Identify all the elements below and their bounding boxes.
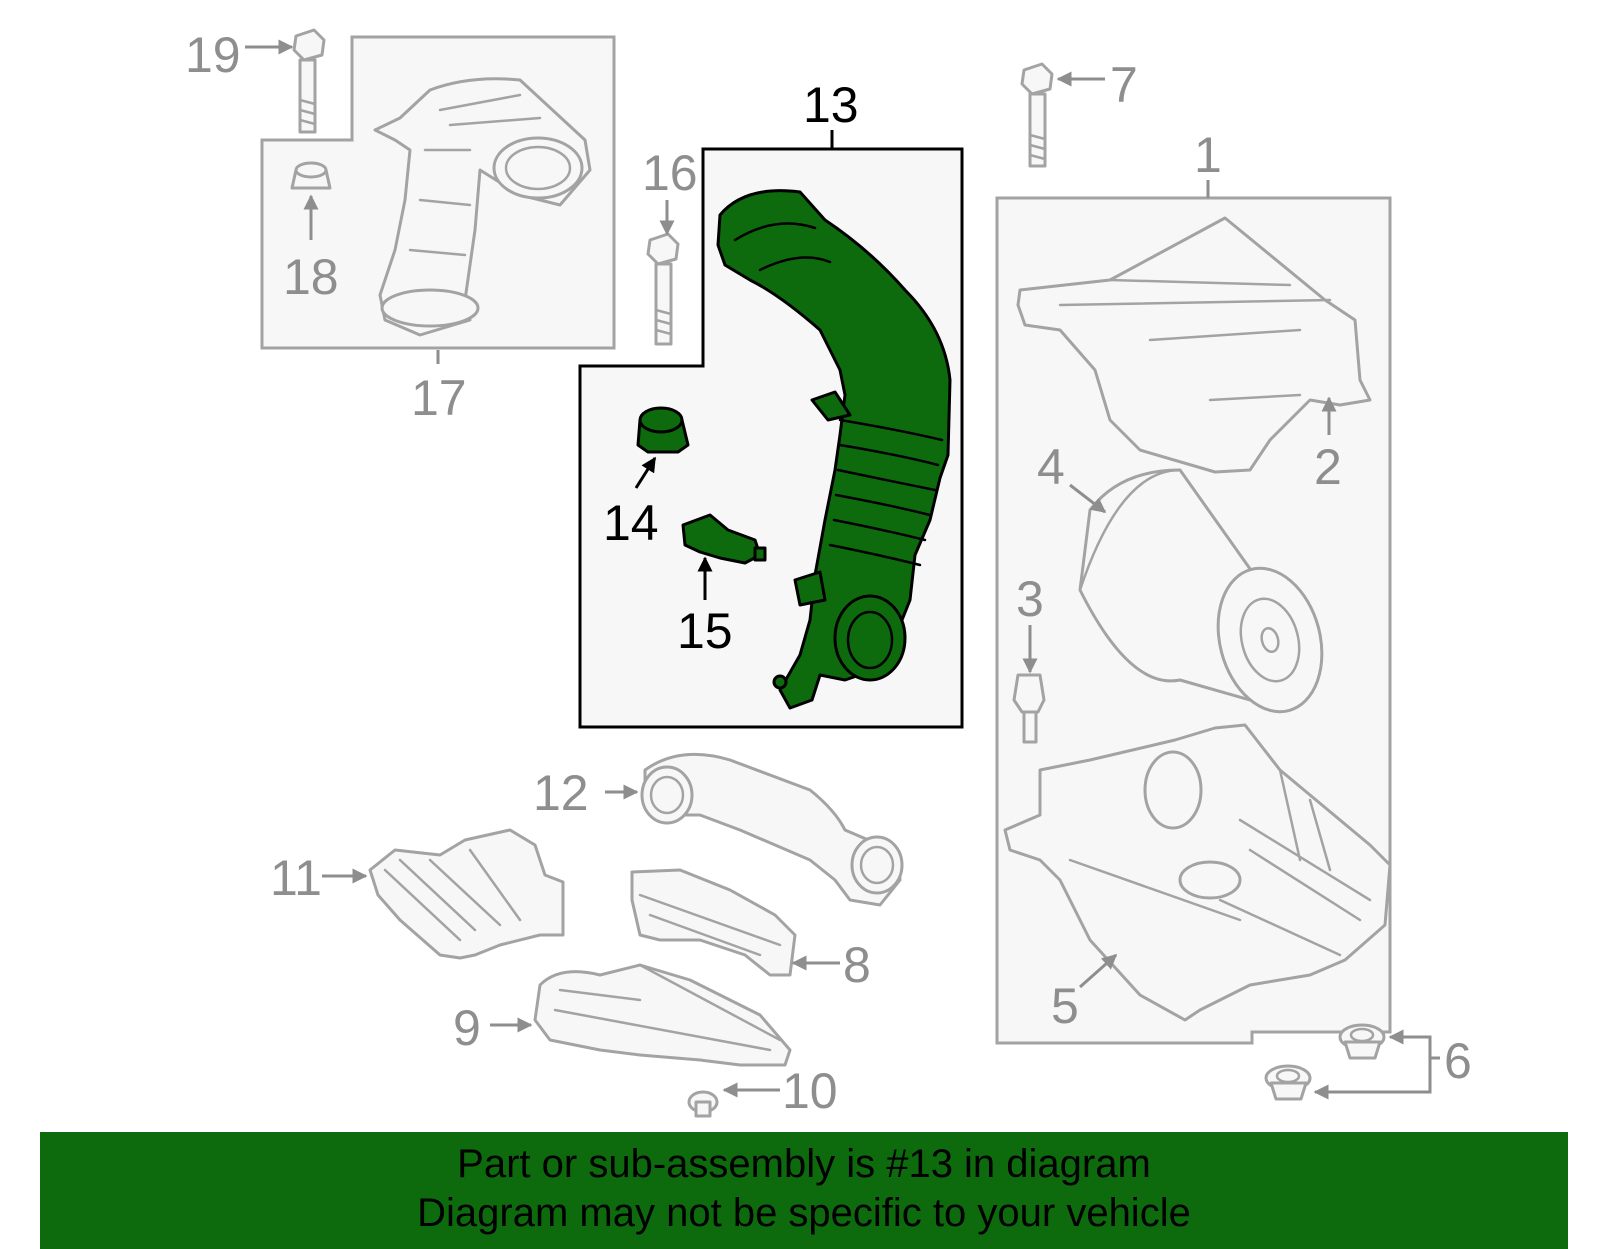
callout-10: 10 <box>782 1063 838 1119</box>
callout-17: 17 <box>411 370 467 426</box>
callout-9: 9 <box>453 1000 481 1056</box>
leader-5 <box>1079 953 1118 989</box>
part-6-grommets <box>1264 1023 1386 1101</box>
part-13-air-intake-hose <box>716 189 952 710</box>
callout-1: 1 <box>1194 127 1222 183</box>
part-8-deflector <box>630 868 797 977</box>
callout-4: 4 <box>1037 439 1065 495</box>
callout-12: 12 <box>533 765 589 821</box>
part-19-bolt <box>292 28 326 134</box>
leader-4 <box>1069 483 1107 514</box>
callout-13: 13 <box>803 77 859 133</box>
callout-6: 6 <box>1444 1033 1472 1089</box>
callout-8: 8 <box>843 937 871 993</box>
leader-6 <box>1390 1035 1440 1060</box>
callout-2: 2 <box>1314 439 1342 495</box>
leader-14 <box>634 456 657 489</box>
part-17-intake-elbow <box>373 77 592 337</box>
part-18-grommet <box>290 161 332 190</box>
part-2-air-cleaner-cover <box>1016 216 1372 474</box>
part-9-lower-duct <box>533 963 792 1067</box>
callout-3: 3 <box>1016 571 1044 627</box>
info-banner: Part or sub-assembly is #13 in diagram D… <box>40 1132 1568 1249</box>
callout-11: 11 <box>270 850 322 906</box>
part-11-duct <box>368 828 565 960</box>
part-5-air-cleaner-housing <box>1003 723 1392 1022</box>
callout-5: 5 <box>1051 978 1079 1034</box>
part-15-sensor <box>681 513 767 565</box>
part-12-hose <box>640 752 904 907</box>
callout-14: 14 <box>603 495 659 551</box>
callout-19: 19 <box>185 27 241 83</box>
part-16-bolt <box>646 232 680 346</box>
callout-18: 18 <box>283 249 339 305</box>
part-3-sensor <box>1012 673 1046 744</box>
callout-15: 15 <box>677 603 733 659</box>
callout-7: 7 <box>1110 57 1138 113</box>
part-14-grommet <box>636 406 690 454</box>
part-10-push-pin <box>687 1090 719 1118</box>
banner-line-1: Part or sub-assembly is #13 in diagram <box>457 1142 1151 1186</box>
banner-line-2: Diagram may not be specific to your vehi… <box>417 1191 1191 1235</box>
leader-6b <box>1313 1058 1432 1100</box>
part-7-bolt <box>1020 62 1054 168</box>
callout-16: 16 <box>642 145 698 201</box>
part-4-air-filter <box>1078 468 1324 714</box>
